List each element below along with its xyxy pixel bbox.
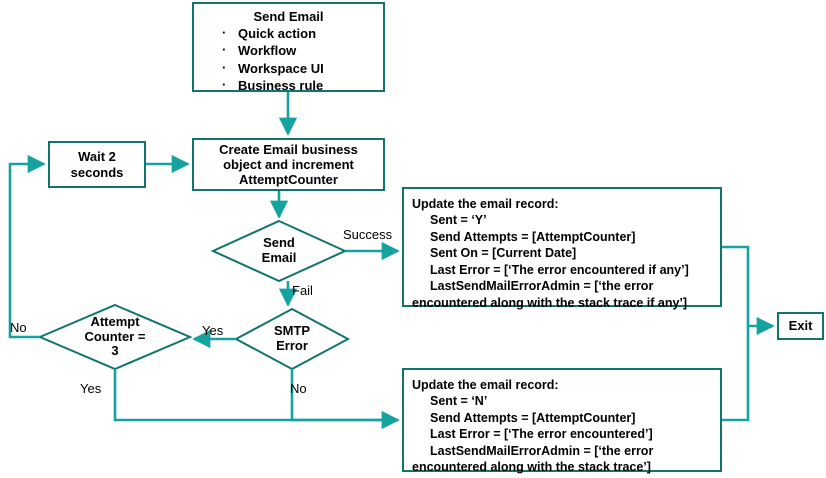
list-item: · Quick action [222, 25, 377, 42]
decision-attempt-counter-shape [37, 303, 193, 371]
list-item: Sent = ‘N’ [430, 394, 488, 409]
decision-send-email-shape [210, 219, 348, 283]
list-item: Send Attempts = [AttemptCounter] [430, 410, 636, 425]
update-fail-list: Sent = ‘N’ Send Attempts = [AttemptCount… [412, 393, 712, 476]
list-item: Sent On = [Current Date] [430, 246, 577, 261]
list-item-label: Workspace UI [238, 60, 324, 76]
node-exit-label: Exit [788, 318, 813, 334]
list-item-label: Quick action [238, 26, 317, 41]
edge-attempt-no-to-wait [8, 154, 46, 339]
edge-label-success: Success [343, 227, 393, 242]
list-item: LastSendMailErrorAdmin = [‘the error [430, 279, 654, 294]
bullet-icon: · [222, 59, 227, 75]
list-item-label: Business rule [238, 77, 324, 93]
list-item: · Workspace UI [222, 60, 377, 77]
edge-label-yes-attempt: Yes [80, 381, 102, 396]
edge-smtp-no-to-update-fail [290, 369, 398, 422]
node-wait-label: Wait 2 seconds [70, 149, 124, 180]
list-item: LastSendMailErrorAdmin = [‘the error [430, 443, 654, 458]
node-update-email-record-fail[interactable]: Update the email record: Sent = ‘N’ Send… [402, 368, 722, 474]
edge-attempt-yes-to-update-fail [113, 369, 400, 430]
list-item: Sent = ‘Y’ [430, 213, 487, 228]
edge-update-success-to-exit [722, 245, 775, 336]
list-item: · Workflow [222, 42, 377, 59]
list-item-wrap: encountered along with the stack trace i… [412, 295, 688, 310]
list-item: Send Attempts = [AttemptCounter] [430, 229, 636, 244]
edge-label-yes-smtp: Yes [202, 323, 224, 338]
send-email-sources-title: Send Email [253, 9, 324, 24]
update-success-head: Update the email record: [412, 197, 559, 211]
node-wait-2-seconds[interactable]: Wait 2 seconds [48, 141, 146, 188]
send-email-sources-list: · Quick action · Workflow · Workspace UI… [200, 25, 377, 94]
list-item: · Business rule [222, 77, 377, 94]
list-item: Last Error = [‘The error encountered if … [430, 262, 689, 277]
list-item-label: Workflow [238, 43, 297, 59]
node-send-email-sources[interactable]: Send Email · Quick action · Workflow · W… [192, 2, 385, 94]
bullet-icon: · [222, 25, 227, 40]
decision-smtp-error-shape [233, 307, 351, 371]
edge-update-fail-to-exit [722, 326, 750, 422]
node-create-email-label: Create Email business object and increme… [219, 141, 358, 188]
update-fail-head: Update the email record: [412, 378, 559, 392]
list-item: Last Error = [‘The error encountered’] [430, 427, 653, 442]
node-create-email-business-object[interactable]: Create Email business object and increme… [192, 138, 385, 191]
edge-label-no-smtp: No [290, 381, 307, 396]
update-success-list: Sent = ‘Y’ Send Attempts = [AttemptCount… [412, 212, 712, 311]
bullet-icon: · [222, 42, 227, 58]
list-item-wrap: encountered along with the stack trace’] [412, 460, 651, 475]
edge-label-no-attempt: No [10, 320, 27, 335]
edge-label-fail: Fail [292, 283, 313, 298]
node-exit[interactable]: Exit [777, 312, 824, 340]
bullet-icon: · [222, 76, 227, 92]
node-update-email-record-success[interactable]: Update the email record: Sent = ‘Y’ Send… [402, 187, 722, 310]
